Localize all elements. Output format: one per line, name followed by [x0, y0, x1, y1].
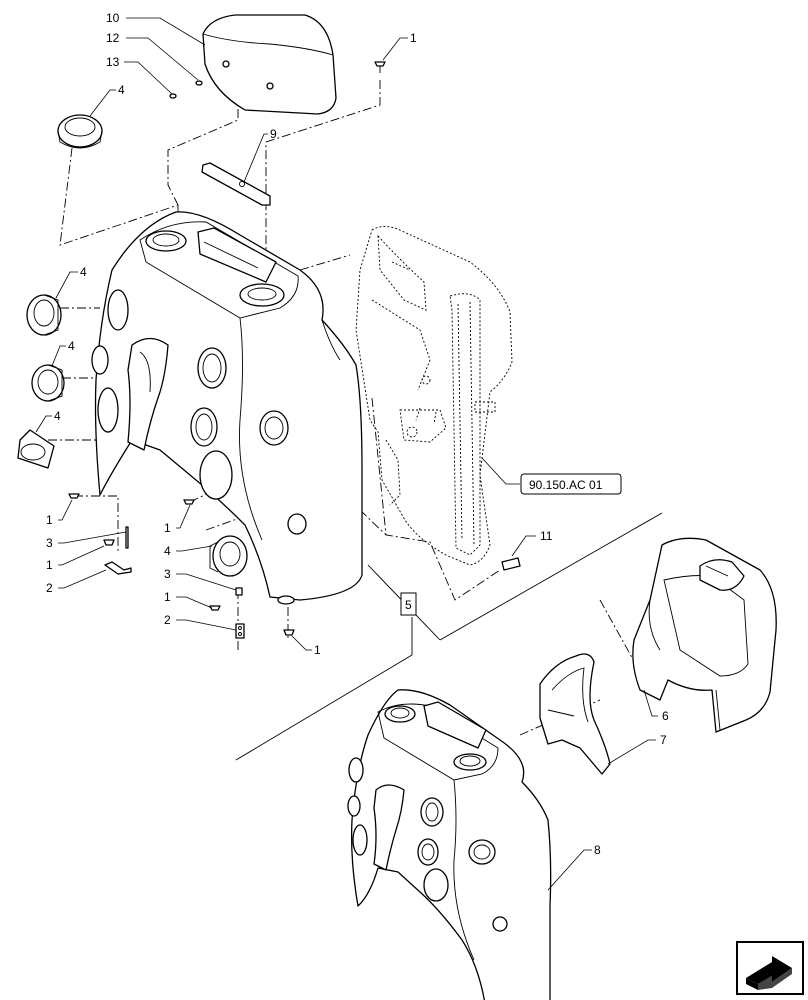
callout-1-left-lower: 1 [46, 558, 53, 572]
callout-1-bottom: 1 [314, 643, 321, 657]
part-1-screw-top [374, 61, 386, 73]
callout-7: 7 [660, 733, 667, 747]
parts-12-13-fasteners [169, 80, 203, 99]
callout-4-top: 4 [118, 83, 125, 97]
callout-13: 13 [106, 55, 120, 69]
callout-labels: 10 12 13 1 4 9 4 4 4 1 3 1 2 1 4 3 1 2 1… [46, 11, 669, 857]
group-separators [235, 512, 663, 761]
callout-1-center-lower: 1 [164, 590, 171, 604]
reference-box-label: 90.150.AC 01 [529, 478, 603, 492]
part-4-vents [17, 114, 248, 577]
part-7-trim [539, 653, 611, 775]
callout-11: 11 [540, 529, 553, 543]
callout-1-center: 1 [164, 521, 171, 535]
callout-4-center: 4 [164, 544, 171, 558]
callout-2-center: 2 [164, 613, 171, 627]
part-6-cover [632, 537, 777, 733]
part-8-console-assembly [347, 689, 552, 1000]
callout-3-left: 3 [46, 536, 53, 550]
callout-10: 10 [106, 11, 120, 25]
callout-5: 5 [405, 598, 412, 612]
callout-4-fourth: 4 [54, 409, 61, 423]
callout-1-top: 1 [410, 31, 417, 45]
callout-1-left: 1 [46, 513, 53, 527]
callout-12: 12 [106, 31, 120, 45]
callout-6: 6 [662, 709, 669, 723]
callout-2-left: 2 [46, 581, 53, 595]
cab-frame-reference [355, 226, 513, 566]
callout-9: 9 [270, 127, 277, 141]
callout-5-box: 5 [400, 592, 417, 616]
reference-box[interactable]: 90.150.AC 01 [520, 473, 622, 495]
callout-8: 8 [594, 843, 601, 857]
leader-lines [35, 17, 658, 891]
callout-4-second: 4 [80, 265, 87, 279]
part-11-label [501, 557, 521, 571]
part-9-bracket [201, 162, 271, 206]
next-page-arrow-icon[interactable] [736, 941, 804, 995]
callout-4-third: 4 [68, 339, 75, 353]
part-10-top-cover [202, 14, 337, 115]
callout-3-center: 3 [164, 567, 171, 581]
small-fasteners-bottom [68, 493, 295, 639]
main-console-panel [91, 211, 363, 605]
